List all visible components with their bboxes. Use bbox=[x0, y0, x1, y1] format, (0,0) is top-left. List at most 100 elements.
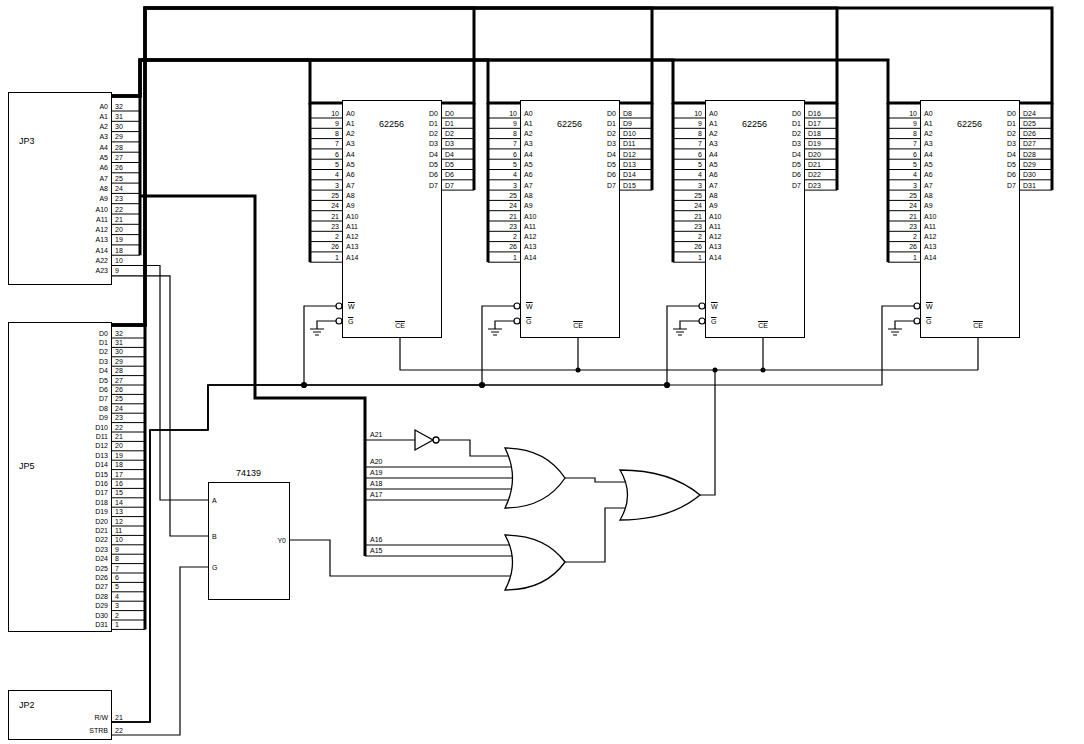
pin-number: 7 bbox=[513, 140, 517, 147]
pin-name: D7 bbox=[429, 182, 438, 189]
pin-name: D9 bbox=[99, 414, 108, 421]
pin-name: A0 bbox=[924, 110, 933, 117]
pin-name: D13 bbox=[95, 452, 108, 459]
bus-signal-name: D23 bbox=[808, 182, 821, 189]
pin-stub bbox=[888, 231, 920, 232]
select-wire bbox=[112, 276, 208, 536]
pin-stub bbox=[112, 224, 140, 225]
pin-name: G bbox=[926, 318, 931, 325]
pin-stub bbox=[673, 148, 705, 149]
pin-number: 18 bbox=[115, 247, 123, 254]
pin-name: A0 bbox=[709, 110, 718, 117]
pin-name: A10 bbox=[96, 206, 108, 213]
pin-stub bbox=[673, 190, 705, 191]
pin-stub bbox=[805, 159, 837, 160]
address-bus bbox=[672, 103, 675, 262]
pin-name: A14 bbox=[96, 247, 108, 254]
pin-number: 3 bbox=[115, 602, 119, 609]
data-bus bbox=[651, 103, 654, 190]
pin-number: 29 bbox=[115, 358, 123, 365]
pin-number: 23 bbox=[909, 223, 917, 230]
bus-signal-name: D25 bbox=[1023, 120, 1036, 127]
pin-name: A5 bbox=[524, 161, 533, 168]
pin-stub bbox=[805, 138, 837, 139]
pin-stub bbox=[310, 241, 342, 242]
pin-stub bbox=[112, 152, 140, 153]
pin-stub bbox=[1020, 169, 1052, 170]
pin-name: D0 bbox=[1007, 110, 1016, 117]
pin-name: D10 bbox=[95, 424, 108, 431]
pin-name: D0 bbox=[607, 110, 616, 117]
junction-dot bbox=[302, 383, 307, 388]
pin-number: 6 bbox=[115, 574, 119, 581]
pin-stub bbox=[888, 251, 920, 252]
pin-name: D5 bbox=[792, 161, 801, 168]
pin-name: A1 bbox=[99, 113, 108, 120]
signal-name: A21 bbox=[370, 431, 382, 438]
pin-stub bbox=[112, 234, 140, 235]
pin-name: D6 bbox=[792, 171, 801, 178]
bus-signal-name: D11 bbox=[623, 140, 635, 147]
pin-stub bbox=[112, 601, 145, 602]
pin-stub bbox=[112, 516, 145, 517]
pin-number: 18 bbox=[115, 461, 123, 468]
pin-stub bbox=[112, 385, 145, 386]
pin-name: A6 bbox=[524, 171, 533, 178]
pin-name: D25 bbox=[95, 565, 108, 572]
pin-number: 26 bbox=[331, 243, 339, 250]
pin-name: D31 bbox=[95, 621, 108, 628]
pin-number: 27 bbox=[115, 154, 123, 161]
pin-stub bbox=[112, 356, 145, 357]
pin-stub bbox=[620, 118, 652, 119]
pin-stub bbox=[488, 262, 520, 263]
pin-name: A1 bbox=[924, 120, 933, 127]
pin-number: 6 bbox=[335, 151, 339, 158]
pin-name: D3 bbox=[607, 140, 616, 147]
pin-name: CE bbox=[973, 322, 983, 329]
pin-stub bbox=[673, 221, 705, 222]
pin-stub bbox=[620, 148, 652, 149]
pin-stub bbox=[112, 563, 145, 564]
bus-signal-name: D24 bbox=[1023, 110, 1036, 117]
ground-symbol bbox=[488, 329, 502, 335]
pin-name: A11 bbox=[96, 216, 108, 223]
pin-stub bbox=[112, 460, 145, 461]
or-gate bbox=[505, 535, 565, 590]
pin-name: Y0 bbox=[277, 537, 286, 544]
pin-name: A11 bbox=[346, 223, 358, 230]
pin-number: 1 bbox=[115, 621, 119, 628]
pin-stub bbox=[488, 159, 520, 160]
pin-name: D1 bbox=[429, 120, 438, 127]
pin-stub bbox=[1020, 190, 1052, 191]
bus-signal-name: D29 bbox=[1023, 161, 1036, 168]
pin-stub bbox=[1020, 138, 1052, 139]
pin-stub bbox=[488, 241, 520, 242]
pin-number: 25 bbox=[115, 395, 123, 402]
pin-stub bbox=[112, 203, 140, 204]
bus-signal-name: D28 bbox=[1023, 151, 1036, 158]
pin-name: D12 bbox=[95, 442, 108, 449]
pin-number: 30 bbox=[115, 348, 123, 355]
pin-stub bbox=[805, 118, 837, 119]
junction-dots bbox=[576, 368, 766, 373]
bus-signal-name: D19 bbox=[808, 140, 821, 147]
pin-name: D27 bbox=[95, 583, 108, 590]
pin-stub bbox=[442, 128, 474, 129]
pin-name: G bbox=[212, 564, 217, 571]
pin-name: A4 bbox=[524, 151, 533, 158]
pin-stub bbox=[620, 128, 652, 129]
gate-wire bbox=[290, 338, 978, 576]
pin-stub bbox=[112, 255, 140, 256]
pin-name: A13 bbox=[346, 243, 358, 250]
connector-header: JP3 bbox=[8, 92, 112, 285]
ground-symbol bbox=[310, 329, 324, 335]
pin-number: 9 bbox=[115, 546, 119, 553]
pin-name: D3 bbox=[792, 140, 801, 147]
bus-signal-name: D20 bbox=[808, 151, 821, 158]
pin-stub bbox=[112, 394, 145, 395]
pin-number: 3 bbox=[913, 182, 917, 189]
pin-name: A10 bbox=[346, 213, 358, 220]
part-label: 62256 bbox=[557, 119, 582, 129]
not-gate bbox=[415, 430, 433, 450]
pin-stub bbox=[112, 629, 145, 630]
